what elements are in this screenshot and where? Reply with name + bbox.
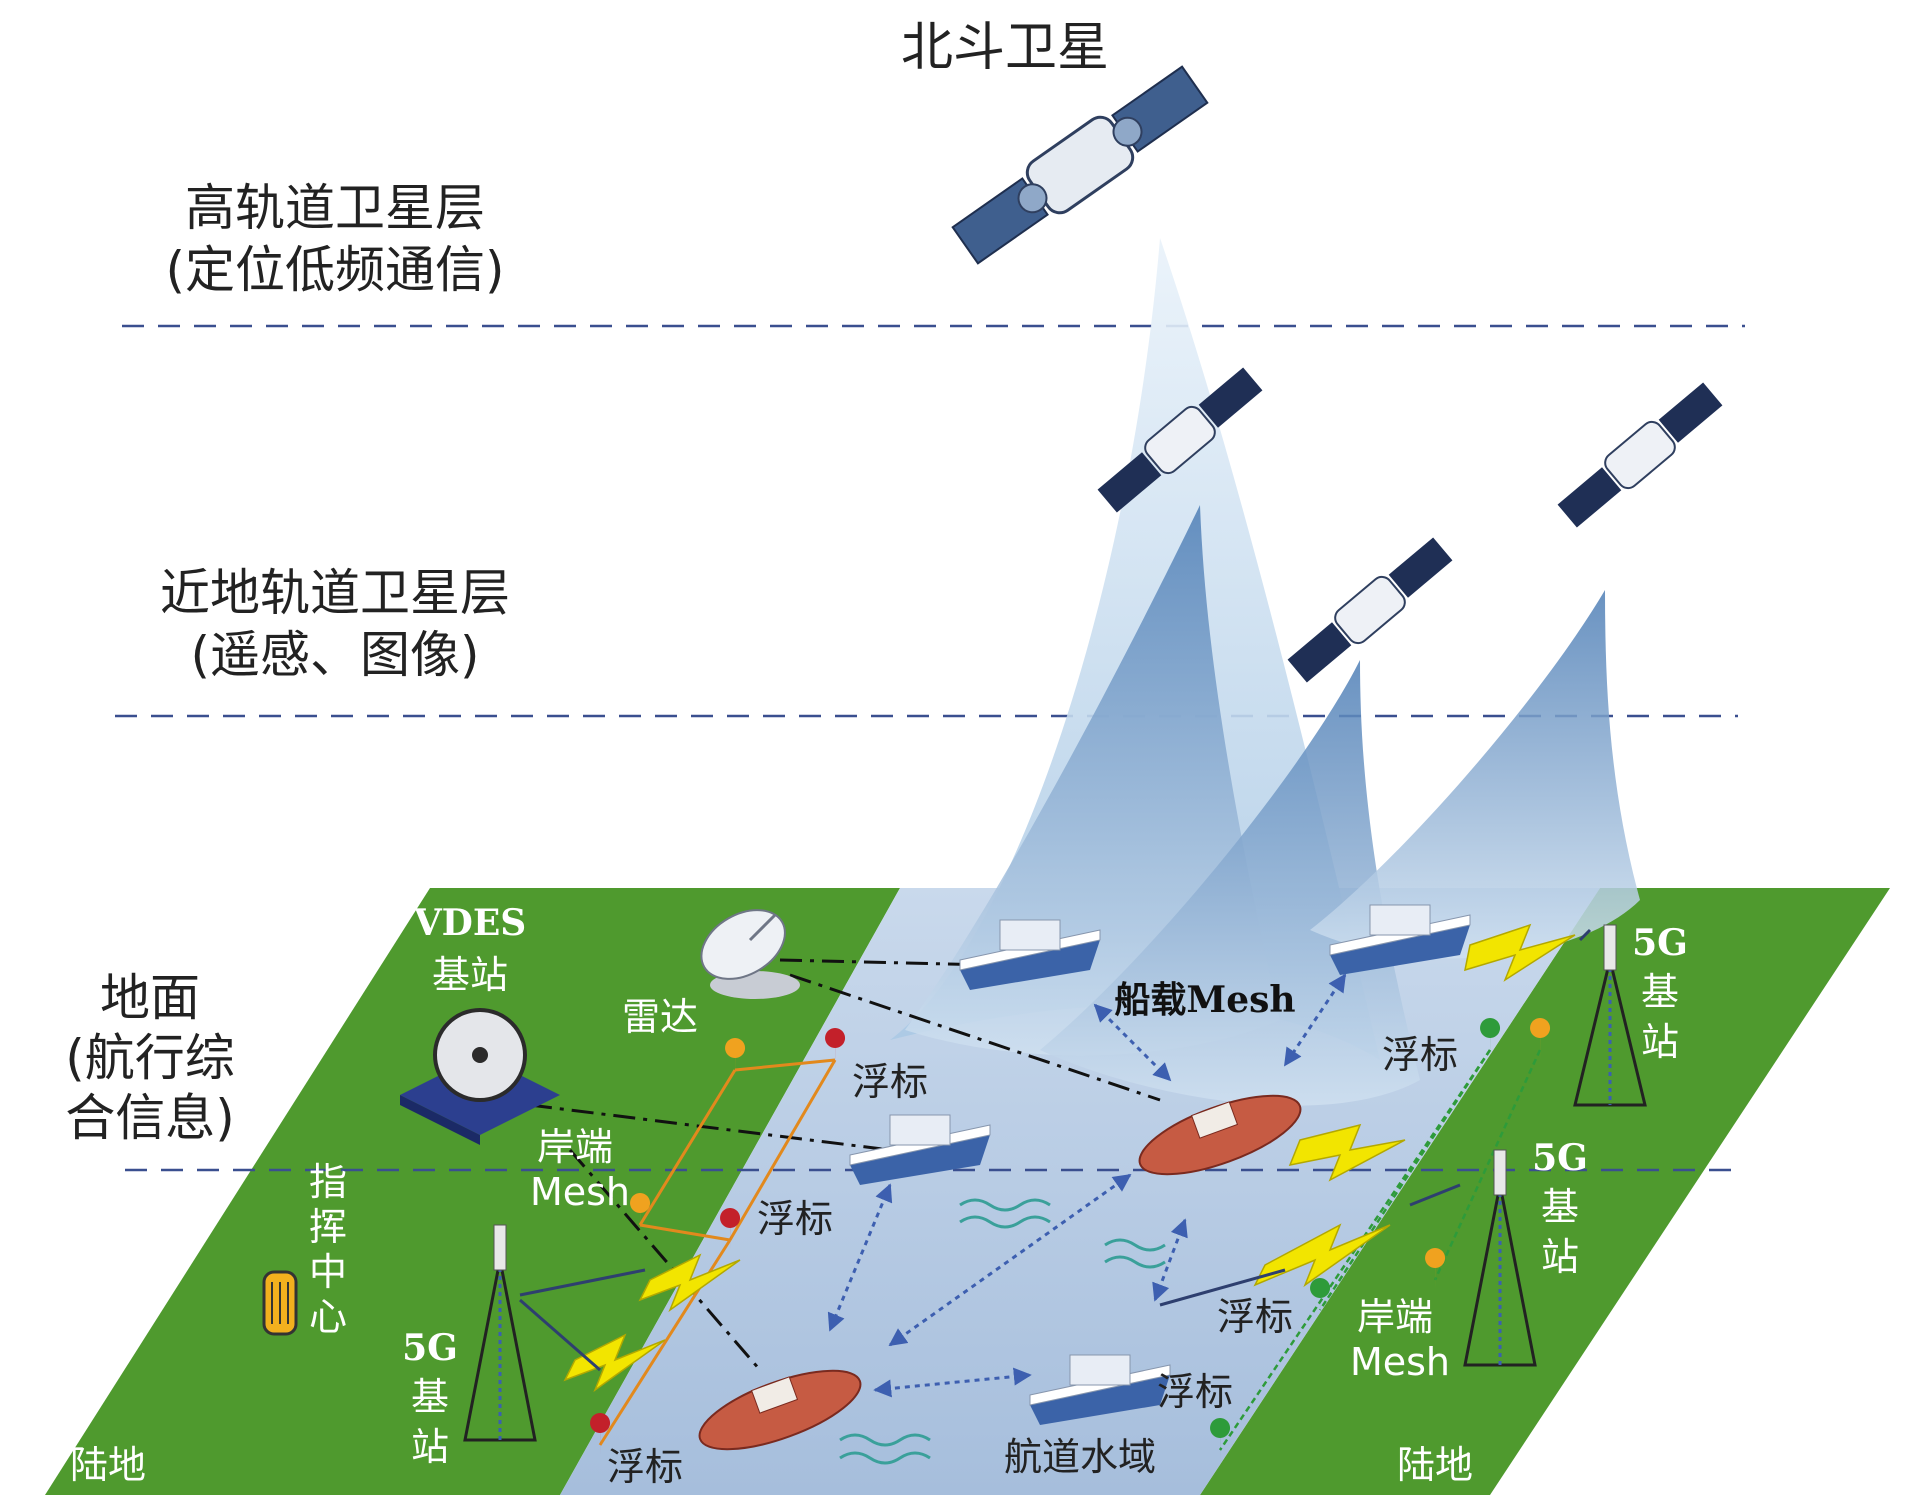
buoy-label-3: 浮标 — [607, 1445, 683, 1489]
right-land — [1200, 888, 1890, 1495]
command-center-label-4: 心 — [309, 1295, 347, 1339]
high-orbit-layer-subtitle: (定位低频通信) — [165, 241, 504, 299]
5g-tower-bottom-right-icon — [1463, 1149, 1537, 1367]
5g-tower-top-right-icon — [1573, 924, 1647, 1107]
leo-satellite-1-icon — [1097, 367, 1263, 513]
5g-left-label-2: 基 — [411, 1375, 449, 1419]
ground-layer-subtitle-1: (航行综 — [65, 1029, 235, 1087]
buoy-label-2: 浮标 — [757, 1197, 833, 1241]
ship-bottom-center-icon — [1029, 1354, 1171, 1425]
ground-layer-subtitle-2: 合信息) — [65, 1089, 235, 1147]
vdes-label-2: 基站 — [432, 953, 508, 997]
red-ship-center-icon — [1138, 1094, 1302, 1176]
left-land — [45, 888, 900, 1495]
ground-layer-title: 地面 — [100, 969, 200, 1027]
leo-beam-3 — [1310, 590, 1640, 959]
radar-dish-icon — [700, 909, 800, 999]
buoy-marker-icons — [590, 1018, 1551, 1460]
mesh-links — [827, 973, 1347, 1398]
5g-left-label-1: 5G — [402, 1327, 458, 1369]
ship-mesh-label: 船载Mesh — [1114, 979, 1295, 1021]
command-center-label-2: 挥 — [309, 1205, 347, 1249]
5g-signal-lines — [519, 928, 1592, 1372]
beidou-satellite-icon — [951, 65, 1209, 265]
shore-mesh-left-label-1: 岸端 — [537, 1125, 613, 1169]
command-center-label-1: 指 — [309, 1160, 347, 1204]
ship-top-right-icon — [1329, 904, 1471, 975]
leo-satellite-2-icon — [1557, 382, 1723, 528]
5g-bottom-right-label-3: 站 — [1541, 1235, 1579, 1279]
command-center-icon — [262, 1270, 298, 1336]
shore-mesh-right-label-2: Mesh — [1350, 1340, 1450, 1384]
buoy-label-5: 浮标 — [1217, 1295, 1293, 1339]
ship-middle-left-icon — [849, 1114, 991, 1185]
5g-bottom-right-label-1: 5G — [1532, 1137, 1588, 1179]
radar-label: 雷达 — [622, 995, 698, 1039]
buoy-label-1: 浮标 — [852, 1060, 928, 1104]
land-right-label: 陆地 — [1397, 1443, 1473, 1487]
wave-icons — [839, 1198, 1166, 1465]
channel-water-label: 航道水域 — [1004, 1435, 1156, 1479]
lightning-bolt-icons — [563, 923, 1576, 1393]
vdes-station-icon — [400, 1008, 560, 1145]
5g-left-label-3: 站 — [411, 1425, 449, 1469]
ship-top-left-icon — [959, 919, 1101, 990]
leo-layer-subtitle: (遥感、图像) — [190, 626, 479, 684]
high-orbit-layer-title: 高轨道卫星层 — [185, 179, 485, 237]
red-ship-bottom-icon — [698, 1369, 862, 1451]
vdes-label-1: VDES — [413, 902, 527, 944]
diagram-title: 北斗卫星 — [901, 18, 1109, 78]
buoy-label-4: 浮标 — [1382, 1033, 1458, 1077]
command-center-label-3: 中 — [309, 1250, 347, 1294]
5g-bottom-right-label-2: 基 — [1541, 1185, 1579, 1229]
5g-top-right-label-1: 5G — [1632, 922, 1688, 964]
shore-mesh-left-label-2: Mesh — [530, 1170, 630, 1214]
leo-satellite-3-icon — [1287, 537, 1453, 683]
land-left-label: 陆地 — [70, 1443, 146, 1487]
shore-mesh-right-label-1: 岸端 — [1357, 1295, 1433, 1339]
5g-top-right-label-2: 基 — [1641, 970, 1679, 1014]
buoy-label-6: 浮标 — [1157, 1370, 1233, 1414]
leo-layer-title: 近地轨道卫星层 — [160, 564, 510, 622]
5g-tower-left-icon — [463, 1224, 537, 1442]
5g-top-right-label-3: 站 — [1641, 1020, 1679, 1064]
